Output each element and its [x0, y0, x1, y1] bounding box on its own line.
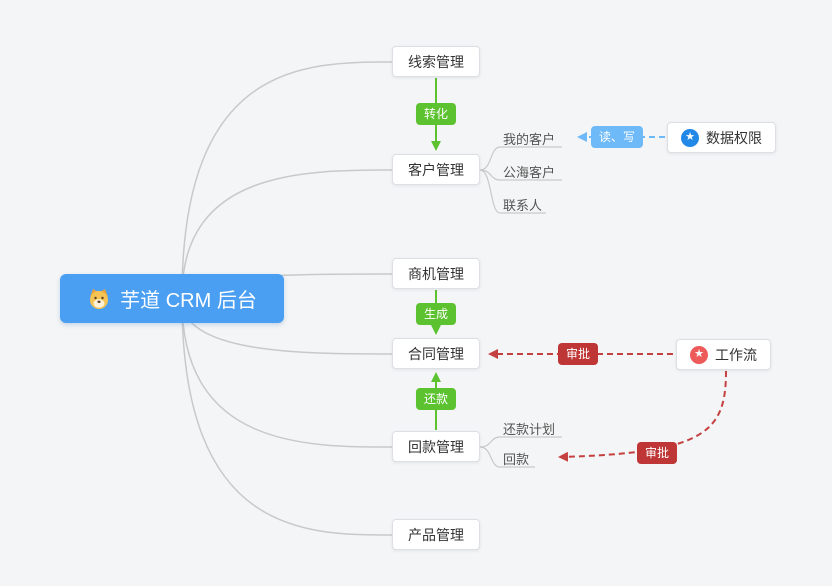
badge-generate: 生成	[415, 303, 457, 325]
star-icon: ★	[681, 128, 699, 147]
node-lead-management: 线索管理	[392, 46, 480, 77]
badge-read-write: 读、写	[590, 126, 644, 148]
subnode-contacts: 联系人	[503, 198, 543, 213]
subnode-payment: 回款	[503, 452, 530, 467]
dog-face-icon	[87, 287, 111, 311]
root-label: 芋道 CRM 后台	[120, 290, 257, 312]
node-workflow: ★ 工作流	[676, 339, 771, 370]
star-icon: ★	[690, 345, 708, 364]
node-customer-management: 客户管理	[392, 154, 480, 185]
workflow-label: 工作流	[715, 346, 757, 363]
node-contract-management: 合同管理	[392, 338, 480, 369]
badge-approve-receivable: 审批	[636, 442, 678, 464]
badge-convert: 转化	[415, 103, 457, 125]
subnode-my-customers: 我的客户	[503, 132, 556, 147]
badge-approve-contract: 审批	[557, 343, 599, 365]
subnode-repayment-plan: 还款计划	[503, 422, 556, 437]
node-receivable-management: 回款管理	[392, 431, 480, 462]
node-opportunity-management: 商机管理	[392, 258, 480, 289]
subnode-public-customers: 公海客户	[503, 165, 556, 180]
node-product-management: 产品管理	[392, 519, 480, 550]
data-permission-label: 数据权限	[706, 129, 762, 146]
root-node: 芋道 CRM 后台	[60, 274, 284, 323]
node-data-permission: ★ 数据权限	[667, 122, 776, 153]
badge-repay: 还款	[415, 388, 457, 410]
